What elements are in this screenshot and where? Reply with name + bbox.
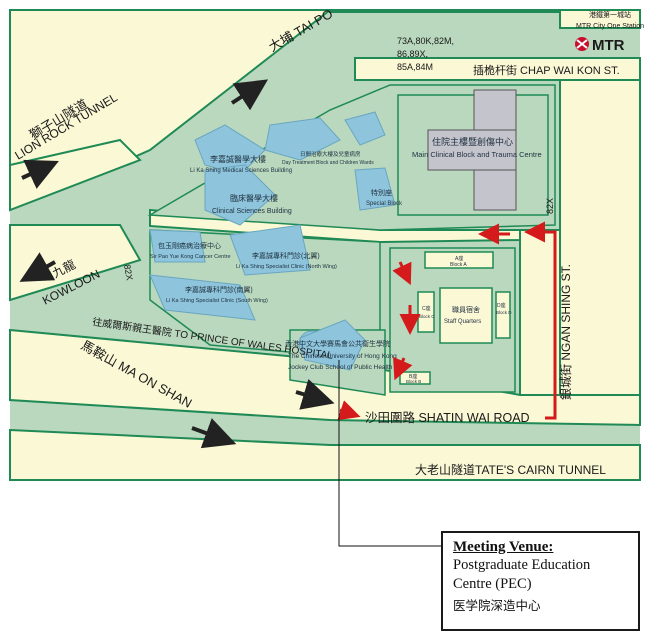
label-special-zh: 特別座 [371, 188, 392, 197]
svg-text:MTR: MTR [592, 37, 625, 54]
main-clinical-block-wing [427, 129, 517, 171]
label-day-treatment-en: Day Treatment Block and Children Wards [282, 160, 374, 166]
label-li-ka-shing-med-en: Li Ka Shing Medical Sciences Building [190, 168, 292, 174]
route-arrow-ngan-shing [524, 221, 557, 420]
label-cancer-zh: 包玉剛癌病治療中心 [158, 241, 221, 250]
label-block-d-zh: D座 [497, 302, 506, 309]
label-clinical-sci-en: Clinical Sciences Building [212, 208, 292, 215]
label-north-wing-en: Li Ka Shing Specialist Clinic (North Win… [236, 264, 337, 270]
label-cuhk-zh: 香港中文大學賽馬會公共衞生學院 [285, 339, 390, 348]
venue-line1: Postgraduate Education [453, 557, 591, 573]
traffic-arrow-lion-rock [21, 159, 59, 189]
label-main-block-zh: 住院主樓暨創傷中心 [432, 136, 513, 147]
bus-routes-line2: 86,89X, [397, 49, 428, 59]
label-north-wing-zh: 李嘉誠專科門診(北翼) [252, 251, 320, 260]
label-day-treatment-zh: 日間治療大樓及兒童病房 [300, 150, 361, 158]
label-staff-en: Staff Quarters [444, 319, 481, 325]
label-block-b-en: Block B [406, 379, 421, 384]
bus-routes-line1: 73A,80K,82M, [397, 36, 454, 46]
venue-line2: Centre (PEC) [453, 576, 532, 592]
venue-zh: 医学院深造中心 [453, 599, 541, 613]
traffic-arrow-tai-po [230, 79, 269, 111]
traffic-arrows [19, 79, 335, 449]
label-block-d-en: Block D [496, 310, 512, 315]
label-clinical-sci-zh: 臨床醫學大樓 [230, 193, 278, 203]
route-arrow-shatin-wai [337, 400, 361, 421]
mtr-station-zh: 港鐵第一城站 [589, 10, 631, 19]
mtr-logo: MTR [575, 37, 625, 54]
mtr-station-en: MTR City One Station [576, 23, 644, 30]
staff-quarters-blocks [399, 251, 511, 385]
label-staff-zh: 職員宿舍 [452, 305, 480, 314]
road-tates-cairn: 大老山隧道TATE'S CAIRN TUNNEL [415, 462, 606, 477]
venue-title: Meeting Venue: [453, 539, 554, 555]
label-block-c-en: Block C [419, 314, 435, 319]
label-cuhk-en1: The Chinese University of Hong Kong [288, 353, 397, 360]
buildings [149, 111, 396, 371]
label-block-b-zh: B座 [409, 373, 417, 380]
label-block-c-zh: C座 [422, 305, 431, 312]
label-li-ka-shing-med-zh: 李嘉誠醫學大樓 [210, 154, 266, 164]
road-ngan-shing: 銀城街 NGAN SHING ST. [559, 264, 573, 400]
road-chap-wai-kon: 插桅杆街 CHAP WAI KON ST. [473, 63, 620, 77]
road-82x-left: 82X [122, 264, 135, 282]
road-shatin-wai: 沙田圍路 SHATIN WAI ROAD [365, 410, 530, 425]
road-network [9, 9, 641, 481]
road-82x-right: 82X [545, 198, 555, 214]
label-special-en: Special Block [366, 201, 403, 207]
label-cancer-en: Sir Pao Yue Kong Cancer Centre [150, 254, 231, 260]
label-main-block-en: Main Clinical Block and Trauma Centre [412, 150, 542, 159]
label-block-a-zh: A座 [455, 255, 463, 262]
traffic-arrow-prince-of-wales [295, 378, 335, 410]
label-south-wing-en: Li Ka Shing Specialist Clinic (South Win… [166, 298, 268, 304]
route-arrow-exit [393, 356, 413, 381]
label-south-wing-zh: 李嘉誠專科門診(南翼) [185, 285, 253, 294]
route-arrows [337, 221, 557, 421]
label-block-a-en: Block A [450, 262, 467, 268]
traffic-arrow-kowloon [19, 252, 56, 282]
venue-callout-line [338, 360, 441, 547]
route-arrow-turn [392, 261, 412, 286]
traffic-arrow-ma-on-shan [191, 418, 237, 449]
bus-routes-line3: 85A,84M [397, 62, 433, 72]
meeting-venue-box: Meeting Venue: Postgraduate Education Ce… [441, 531, 640, 631]
building-labels: 住院主樓暨創傷中心 Main Clinical Block and Trauma… [150, 136, 542, 384]
label-cuhk-en2: Jockey Club School of Public Health [288, 364, 393, 371]
